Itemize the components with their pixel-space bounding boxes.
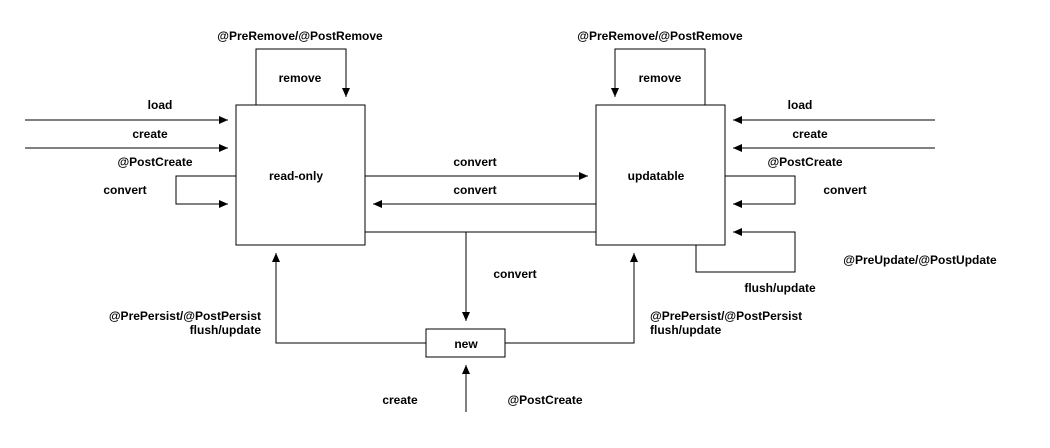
new-to-read-only-callbacks-label: @PrePersist/@PostPersist [109, 309, 261, 323]
read-only-remove-arrow [255, 48, 350, 105]
updatable-flush-update-label: flush/update [744, 281, 816, 295]
updatable-update-callbacks-label: @PreUpdate/@PostUpdate [843, 253, 997, 267]
updatable-create-label: create [792, 127, 828, 141]
state-new: new [425, 328, 506, 358]
state-read-only: read-only [235, 104, 366, 246]
read-only-create-label: create [132, 127, 168, 141]
updatable-convert-self-label: convert [823, 183, 866, 197]
new-to-read-only-flush-label: flush/update [190, 323, 262, 337]
read-only-remove-callbacks-label: @PreRemove/@PostRemove [217, 29, 383, 43]
new-to-updatable-arrow [505, 253, 638, 344]
updatable-remove-callbacks-label: @PreRemove/@PostRemove [577, 29, 743, 43]
read-only-post-create-label: @PostCreate [117, 155, 192, 169]
updatable-label: updatable [628, 169, 685, 183]
new-post-create-label: @PostCreate [507, 393, 582, 407]
new-create-label: create [382, 393, 418, 407]
updatable-remove-arrow [611, 48, 706, 105]
read-only-box [235, 104, 366, 246]
updatable-convert-loop-arrow [725, 175, 796, 208]
new-to-read-only-arrow [272, 253, 426, 344]
read-only-load-label: load [148, 98, 173, 112]
updatable-flush-loop-arrow [695, 228, 796, 273]
read-only-label: read-only [269, 169, 323, 183]
convert-to-new-label: convert [493, 267, 536, 281]
convert-to-read-only-label: convert [453, 183, 496, 197]
new-to-updatable-callbacks-label: @PrePersist/@PostPersist [650, 309, 802, 323]
updatable-remove-label: remove [639, 71, 682, 85]
new-box [425, 328, 506, 358]
new-label: new [454, 337, 478, 351]
updatable-post-create-label: @PostCreate [767, 155, 842, 169]
read-only-convert-self-label: convert [103, 183, 146, 197]
read-only-convert-loop-arrow [175, 175, 236, 208]
state-updatable: updatable [595, 104, 726, 246]
new-to-updatable-flush-label: flush/update [650, 323, 722, 337]
updatable-load-label: load [788, 98, 813, 112]
convert-to-updatable-label: convert [453, 155, 496, 169]
read-only-remove-label: remove [279, 71, 322, 85]
updatable-box [595, 104, 726, 246]
